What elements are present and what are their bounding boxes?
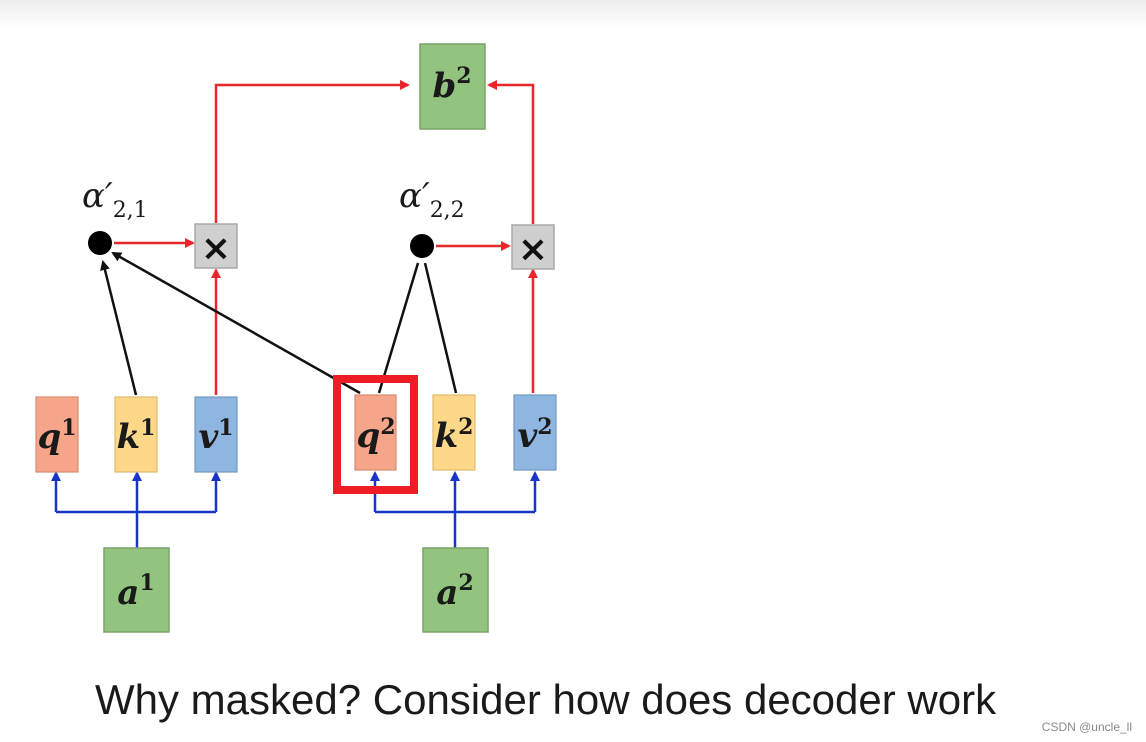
v2-base: v	[517, 416, 538, 456]
output-box-b2: b2	[419, 43, 486, 130]
arrow-q2-to-alpha21	[111, 251, 361, 395]
svg-text:q1: q1	[37, 415, 76, 457]
svg-text:v1: v1	[198, 415, 233, 457]
svg-text:k2: k2	[435, 414, 474, 456]
svg-text:q2: q2	[356, 414, 395, 456]
box-q2: q2	[354, 394, 397, 471]
line-q2-to-alpha22	[377, 262, 420, 394]
q2-sup: 2	[380, 414, 395, 440]
k1-base: k	[117, 417, 141, 457]
attention-node-2-2: α′2,2	[399, 176, 465, 258]
q1-sup: 1	[61, 415, 76, 441]
svg-text:α′2,1: α′2,1	[82, 176, 148, 223]
alpha22-sub: 2,2	[430, 198, 465, 223]
alpha21-sub: 2,1	[113, 198, 148, 223]
blue-arrows	[51, 471, 540, 548]
input-box-a1: a1	[103, 547, 170, 633]
arrow-mult1-to-b2	[214, 80, 410, 223]
svg-text:α′2,2: α′2,2	[399, 176, 465, 223]
multiply-box-2: ×	[511, 224, 555, 270]
box-k2: k2	[432, 394, 476, 471]
a1-base: a	[117, 573, 139, 613]
svg-text:b2: b2	[432, 63, 471, 106]
multiply-symbol-1: ×	[201, 228, 231, 269]
box-v2: v2	[513, 394, 557, 471]
v2-sup: 2	[537, 414, 552, 440]
arrow-k1-to-alpha21	[100, 260, 138, 396]
alpha22-symbol: α′	[399, 176, 430, 216]
k2-sup: 2	[458, 414, 473, 440]
svg-text:k1: k1	[117, 415, 156, 457]
a2-base: a	[436, 573, 458, 613]
multiply-box-1: ×	[194, 223, 238, 269]
q2-base: q	[356, 416, 380, 456]
v1-base: v	[198, 417, 219, 457]
box-k1: k1	[114, 396, 158, 473]
svg-text:a2: a2	[436, 570, 473, 613]
alpha21-symbol: α′	[82, 176, 113, 216]
a2-sup: 2	[458, 570, 473, 596]
output-sup: 2	[456, 63, 471, 89]
v1-sup: 1	[218, 415, 233, 441]
attention-node-2-1: α′2,1	[82, 176, 148, 255]
multiply-symbol-2: ×	[518, 229, 548, 270]
q1-base: q	[37, 417, 61, 457]
k1-sup: 1	[140, 415, 155, 441]
output-base: b	[432, 66, 456, 106]
red-arrows	[114, 80, 538, 395]
k2-base: k	[435, 416, 459, 456]
watermark: CSDN @uncle_ll	[1041, 720, 1132, 734]
q2-highlight-frame	[333, 375, 418, 494]
line-k2-to-alpha22	[423, 262, 458, 394]
black-arrows	[100, 251, 458, 396]
box-v1: v1	[194, 396, 238, 473]
slide-caption: Why masked? Consider how does decoder wo…	[95, 676, 997, 723]
top-band	[0, 0, 1146, 28]
svg-text:v2: v2	[517, 414, 552, 456]
box-q1: q1	[35, 396, 79, 473]
a1-sup: 1	[139, 570, 154, 596]
arrow-mult2-to-b2	[487, 80, 535, 224]
svg-text:a1: a1	[117, 570, 154, 613]
input-box-a2: a2	[422, 547, 489, 633]
